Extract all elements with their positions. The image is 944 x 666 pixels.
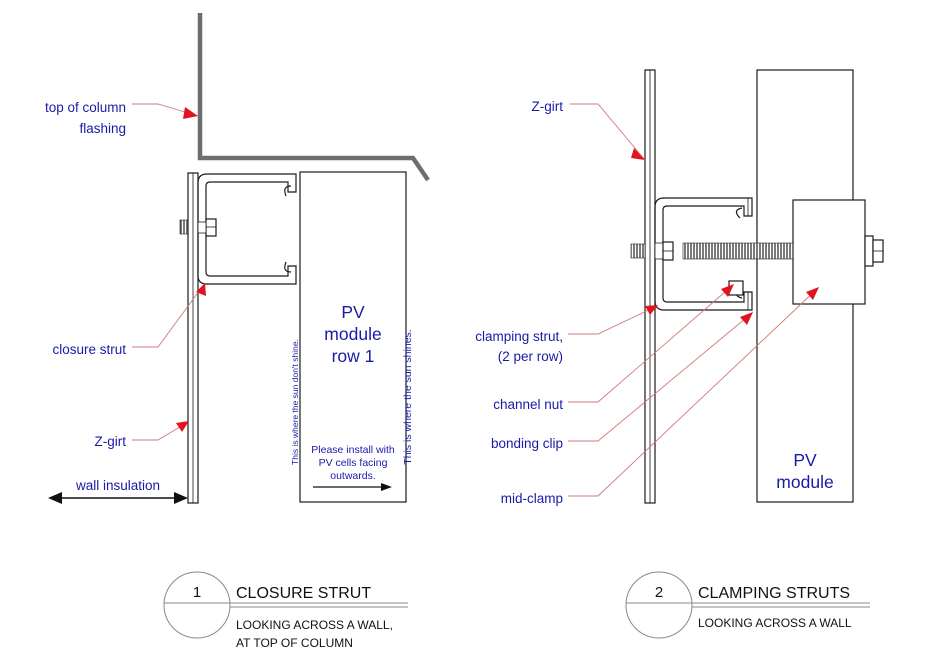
column-flashing: [197, 13, 430, 182]
mid-clamp: [792, 199, 866, 305]
double-arrow-icon: [48, 492, 188, 504]
caption-2-title: CLAMPING STRUTS: [698, 585, 850, 602]
bolt-1: [179, 218, 217, 237]
label-closure-strut: closure strut: [52, 342, 126, 357]
caption-1-subtitle-line2: AT TOP OF COLUMN: [236, 636, 353, 650]
leader-arrow-icon: [806, 287, 819, 300]
side-note-sun: This is where the sun shines.: [402, 329, 414, 464]
module2-line1: PV: [793, 450, 817, 470]
pv-module-row-1: [299, 171, 407, 503]
module1-line3: row 1: [332, 346, 375, 366]
module2-line2: module: [776, 472, 833, 492]
leader-arrow-icon: [631, 148, 645, 160]
label-flashing-line1: top of column: [45, 100, 126, 115]
caption-1-title: CLOSURE STRUT: [236, 585, 371, 602]
label-mid-clamp: mid-clamp: [501, 491, 563, 506]
caption-2-subtitle: LOOKING ACROSS A WALL: [698, 616, 852, 630]
label-flashing-line2: flashing: [79, 121, 126, 136]
label-z-girt-1: Z-girt: [95, 434, 127, 449]
closure-strut-1: [197, 173, 297, 285]
leader-arrow-icon: [176, 421, 189, 432]
label-clamping-strut-line2: (2 per row): [498, 349, 563, 364]
leader-arrow-icon: [196, 283, 206, 296]
label-bonding-clip: bonding clip: [491, 436, 563, 451]
caption-2: 2 CLAMPING STRUTS LOOKING ACROSS A WALL: [625, 571, 870, 639]
caption-1-subtitle-line1: LOOKING ACROSS A WALL,: [236, 618, 393, 632]
module1-line1: PV: [341, 302, 365, 322]
caption-2-number: 2: [655, 584, 663, 601]
outward-arrow-icon: [313, 483, 392, 491]
leader-arrow-icon: [183, 107, 198, 119]
leader-arrow-icon: [645, 305, 658, 315]
caption-1: 1 CLOSURE STRUT LOOKING ACROSS A WALL, A…: [163, 571, 408, 650]
label-clamping-strut-line1: clamping strut,: [475, 329, 563, 344]
label-channel-nut: channel nut: [493, 397, 563, 412]
install-note-line1: Please install with: [311, 444, 395, 456]
label-z-girt-2: Z-girt: [532, 99, 564, 114]
label-wall-insulation: wall insulation: [75, 478, 160, 493]
caption-1-number: 1: [193, 584, 201, 601]
install-note-line3: outwards.: [330, 470, 376, 482]
module1-line2: module: [324, 324, 381, 344]
clamp-bolt: [630, 235, 884, 267]
leader-arrow-icon: [721, 284, 734, 297]
leader-arrow-icon: [740, 312, 753, 325]
install-note-line2: PV cells facing: [319, 457, 388, 469]
detail-2-clamping-struts: PV module Z-girt clamping strut,: [475, 69, 884, 639]
detail-1-closure-strut: PV module row 1 This is where the sun do…: [45, 13, 430, 650]
side-note-shade: This is where the sun don't shine.: [290, 339, 300, 465]
